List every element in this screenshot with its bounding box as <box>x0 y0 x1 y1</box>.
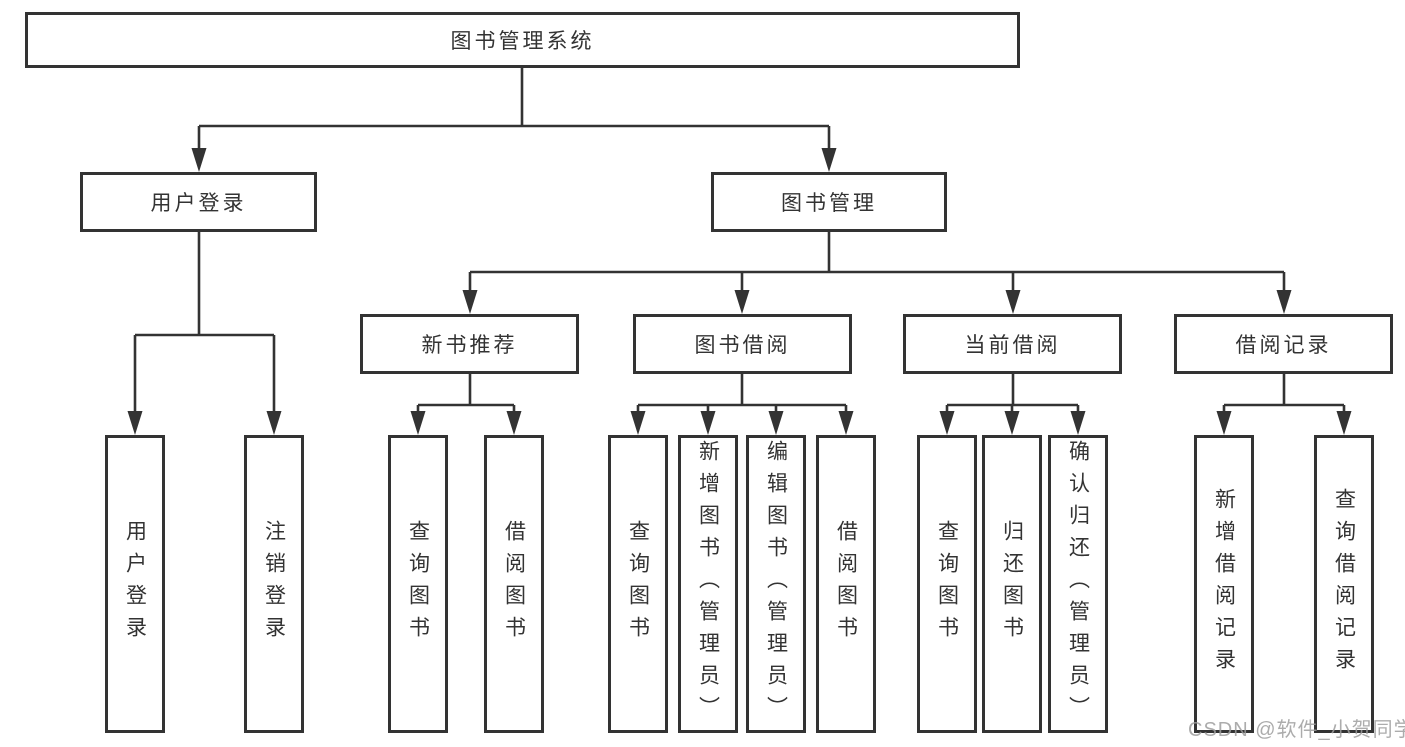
leaf-label: 用户登录 <box>123 520 147 648</box>
node-current-borrow: 当前借阅 <box>903 314 1122 374</box>
node-book-borrow: 图书借阅 <box>633 314 852 374</box>
connector-root-to-level2 <box>191 68 837 172</box>
leaf-label: 借阅图书 <box>834 520 858 648</box>
watermark: CSDN @软件_小贺同学 <box>1188 719 1405 741</box>
leaf-label: 注销登录 <box>262 520 286 648</box>
connector-borrow-records-to-leaves <box>1216 374 1352 435</box>
leaf-label: 查询图书 <box>935 520 959 648</box>
connector-current-borrow-to-leaves <box>939 374 1086 435</box>
leaf-return-book: 归还图书 <box>982 435 1042 733</box>
leaf-add-borrow-record: 新增借阅记录 <box>1194 435 1254 733</box>
leaf-query-books-borrow: 查询图书 <box>608 435 668 733</box>
leaf-label: 查询图书 <box>626 520 650 648</box>
leaf-borrow-books: 借阅图书 <box>816 435 876 733</box>
leaf-label: 查询借阅记录 <box>1332 488 1356 680</box>
leaf-label: 新增图书（管理员） <box>696 440 720 728</box>
node-user-login: 用户登录 <box>80 172 317 232</box>
leaf-add-book-admin: 新增图书（管理员） <box>678 435 738 733</box>
leaf-label: 确认归还（管理员） <box>1066 440 1090 728</box>
leaf-edit-book-admin: 编辑图书（管理员） <box>746 435 806 733</box>
leaf-query-borrow-record: 查询借阅记录 <box>1314 435 1374 733</box>
leaf-query-books-current: 查询图书 <box>917 435 977 733</box>
leaf-label: 借阅图书 <box>502 520 526 648</box>
node-new-book-recommend: 新书推荐 <box>360 314 579 374</box>
leaf-borrow-books-recommend: 借阅图书 <box>484 435 544 733</box>
leaf-query-books-recommend: 查询图书 <box>388 435 448 733</box>
leaf-label: 查询图书 <box>406 520 430 648</box>
node-library-management-system: 图书管理系统 <box>25 12 1020 68</box>
leaf-label: 编辑图书（管理员） <box>764 440 788 728</box>
leaf-label: 新增借阅记录 <box>1212 488 1236 680</box>
leaf-confirm-return-admin: 确认归还（管理员） <box>1048 435 1108 733</box>
node-borrow-records: 借阅记录 <box>1174 314 1393 374</box>
leaf-logout: 注销登录 <box>244 435 304 733</box>
connector-new-book-recommend-to-leaves <box>410 374 522 435</box>
node-book-management: 图书管理 <box>711 172 947 232</box>
leaf-user-login: 用户登录 <box>105 435 165 733</box>
connector-user-login-to-leaves <box>127 232 282 435</box>
leaf-label: 归还图书 <box>1000 520 1024 648</box>
connector-book-borrow-to-leaves <box>630 374 854 435</box>
connector-book-management-to-level3 <box>462 232 1292 314</box>
